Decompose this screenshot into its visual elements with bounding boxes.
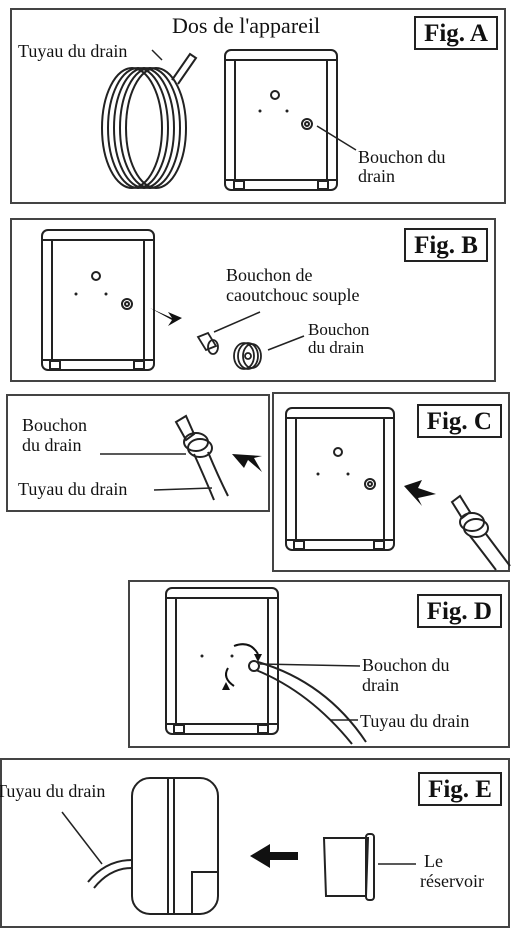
fig-b-drawing [12, 220, 498, 384]
fig-c-detail-drawing [8, 396, 272, 514]
drain-hose-icon [249, 661, 366, 744]
fig-c-drawing [274, 394, 512, 574]
coiled-hose-icon [102, 54, 196, 188]
fig-c-panel: Fig. C [272, 392, 510, 572]
hose-with-plug-icon [176, 416, 228, 500]
fig-a-panel: Fig. A Tuyau du drain Dos de l'appareil … [10, 8, 506, 204]
rotate-arrow-icon [226, 644, 258, 686]
arrow-icon [250, 844, 298, 868]
fig-c-detail-panel: Bouchon du drain Tuyau du drain [6, 394, 270, 512]
fig-e-drawing [2, 760, 512, 930]
appliance-body-icon [132, 778, 218, 914]
soft-rubber-plug-icon [198, 333, 218, 354]
water-tank-icon [324, 834, 374, 900]
drain-plug-icon [234, 343, 261, 369]
fig-d-drawing [130, 582, 512, 750]
fig-a-drawing [12, 10, 508, 206]
appliance-back-icon [225, 50, 337, 190]
fig-d-panel: Fig. D Bouchon du drain Tuyau du drain [128, 580, 510, 748]
hose-with-plug-icon [452, 496, 510, 570]
fig-e-panel: Fig. E Tuyau du drain Le réservoir [0, 758, 510, 928]
appliance-back-icon [286, 408, 394, 550]
appliance-back-icon [166, 588, 278, 734]
arrow-icon [232, 454, 262, 472]
appliance-back-icon [42, 230, 154, 370]
drain-hose-icon [88, 860, 132, 888]
fig-b-panel: Fig. B Bouchon de caoutchouc souple Bouc… [10, 218, 496, 382]
arrow-icon [404, 480, 436, 506]
